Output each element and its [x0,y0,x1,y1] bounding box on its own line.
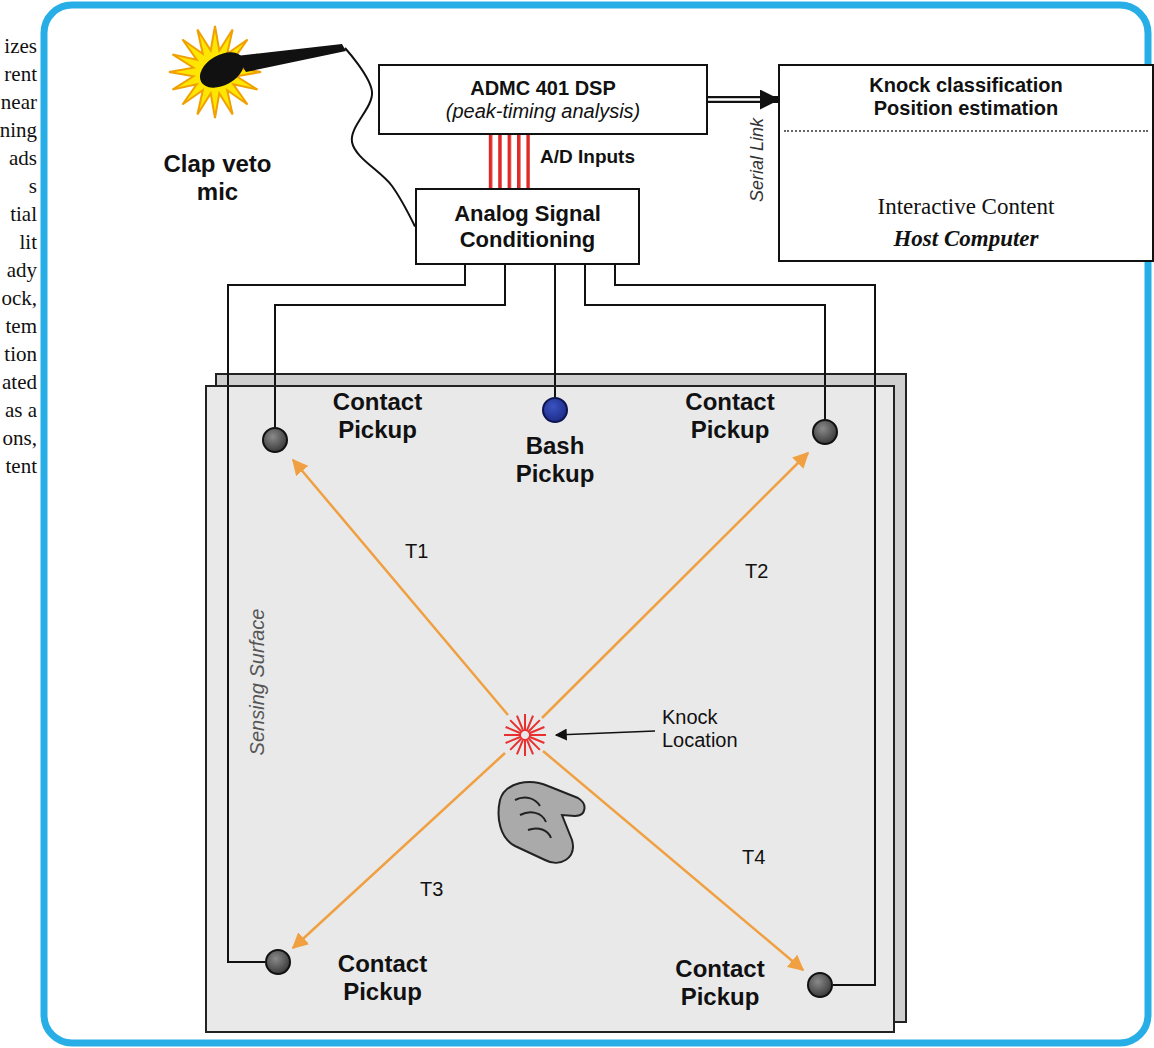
burst-ray [504,734,521,736]
node-label: Knock classification Position estimation [784,72,1148,132]
node-text: Host Computer [893,226,1038,252]
timing-label: T1 [405,540,428,563]
flash-burst [169,26,261,118]
knock-burst [504,714,546,756]
mic-handle [236,44,346,72]
node-label: Bash Pickup [490,432,620,487]
clipped-text: tial [10,202,37,226]
microphone: Clap veto mic [145,18,345,230]
node-text: (peak-timing analysis) [446,100,641,123]
bash-pickup: Bash Pickup [542,397,568,423]
node-label: Contact Pickup [660,955,780,1010]
connector-group [228,265,465,962]
node-label: Contact Pickup [660,388,800,443]
leader-line [556,731,655,735]
clipped-text: rent [4,62,37,86]
clipped-text: ady [7,258,37,282]
timing-label: T3 [420,878,443,901]
burst-ray [529,734,546,736]
connector-group [555,265,556,397]
hand-knuckles [515,798,551,838]
contact-pickup: Contact Pickup [807,972,833,998]
clipped-text: ads [9,146,37,170]
clipped-text: as a [5,398,37,422]
node-label: Analog Signal Conditioning [443,201,613,252]
clipped-text: tion [4,342,37,366]
connector-group [507,135,508,188]
clipped-text: ock, [1,286,37,310]
burst-ray [527,739,534,755]
timing-label: T2 [745,560,768,583]
burst-ray [506,737,522,744]
hand-fist [499,782,585,863]
node-text: Interactive Content [878,194,1055,220]
node-label: Contact Pickup [315,950,450,1005]
callout-label: Knock Location [662,706,772,752]
serial-link [708,96,778,103]
propagation-arrows [293,453,808,970]
hand-icon [499,782,585,863]
link-label: Serial Link [747,118,768,202]
edge-label: A/D Inputs [540,146,635,168]
node-label: Contact Pickup [310,388,445,443]
signal-wire [554,265,556,397]
arrow-t2 [542,453,808,718]
clipped-text: lit [19,230,37,254]
burst-ray [524,739,526,756]
node-label: Clap veto mic [145,150,290,205]
contact-pickup: Contact Pickup [262,427,288,453]
burst-ray [524,714,526,731]
signal-wire [228,265,465,962]
burst-ray [517,716,524,732]
signal-wire [615,265,875,985]
arrow-t4 [543,751,803,970]
clipped-text: s [29,174,37,198]
connector-group [708,99,778,100]
microphone-icon [169,26,346,118]
host-computer-box: Knock classification Position estimation… [778,64,1154,262]
node-label: Sensing Surface [246,609,269,756]
arrow-t1 [293,460,508,715]
process-box: Analog Signal Conditioning [415,188,640,265]
clipped-text: ons, [3,426,37,450]
clipped-text: ated [2,370,37,394]
clipped-text: izes [4,34,37,58]
contact-pickup: Contact Pickup [265,949,291,975]
timing-label: T4 [742,846,765,869]
process-box: ADMC 401 DSP(peak-timing analysis) [378,64,708,135]
clipped-text: tent [6,454,38,478]
ad-bus [484,135,530,188]
connector-group [615,265,875,985]
plate-front [205,385,895,1033]
node-label: ADMC 401 DSP [470,77,616,100]
clipped-text: near [1,90,37,114]
clipped-text: tem [6,314,38,338]
clipped-text: ning [0,118,37,142]
mic-head [194,45,251,95]
burst-ray [529,727,545,734]
double-line-core [708,98,760,101]
arrow-t3 [293,753,505,948]
contact-pickup: Contact Pickup [812,419,838,445]
sensing-surface: Sensing SurfaceContact PickupBash Pickup… [205,385,895,1033]
